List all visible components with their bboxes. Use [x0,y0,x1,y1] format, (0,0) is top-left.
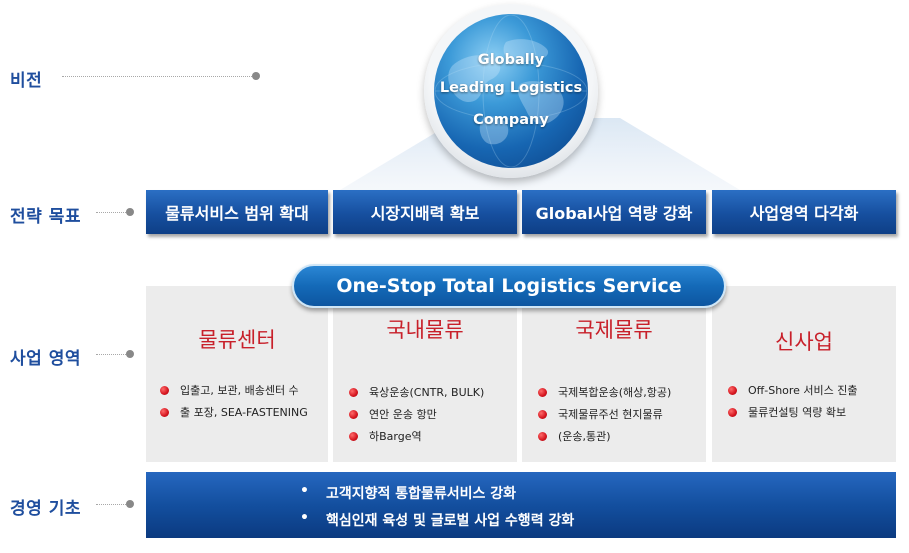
list-item-text: 국제복합운송(해상,항공) [558,386,672,399]
bullet-icon [728,386,737,395]
list-item: 연안 운송 항만 [333,404,517,426]
foundation-item: • 핵심인재 육성 및 글로벌 사업 수행력 강화 [300,510,575,530]
list-item: 국제복합운송(해상,항공) [522,382,706,404]
list-item: 입출고, 보관, 배송센터 수 [146,380,328,402]
panel-item-list: Off-Shore 서비스 진출 물류컨설팅 역량 확보 [712,380,896,424]
bullet-icon [538,432,547,441]
list-item-text: 입출고, 보관, 배송센터 수 [180,384,299,397]
list-item: (운송,통관) [522,426,706,448]
bullet-icon [728,408,737,417]
list-item-text: 국제물류주선 현지물류 [558,408,663,421]
panel-title: 국제물류 [575,318,653,342]
list-item-text: Off-Shore 서비스 진출 [748,384,858,397]
panel-title: 물류센터 [198,328,276,352]
panel-item-list: 국제복합운송(해상,항공) 국제물류주선 현지물류 (운송,통관) [522,382,706,448]
leader-line-business [96,354,128,355]
list-item-text: 물류컨설팅 역량 확보 [748,406,847,419]
bullet-icon [538,410,547,419]
list-item-text: 연안 운송 항만 [369,408,437,421]
globe-continents-icon [434,14,588,168]
leader-line-foundation [96,504,128,505]
row-label-business: 사업 영역 [10,349,81,369]
leader-line-strategy [96,212,128,213]
panel-title: 국내물류 [386,318,464,342]
goal-service-expansion: 물류서비스 범위 확대 [146,190,328,234]
bullet-icon [538,388,547,397]
bullet-icon: • [300,510,309,526]
bullet-icon [349,432,358,441]
list-item: 출 포장, SEA-FASTENING [146,402,328,424]
leader-dot-strategy [126,208,134,216]
vision-line-1: Globally [477,52,545,68]
leader-dot-business [126,350,134,358]
business-panel-international: 국제물류 국제복합운송(해상,항공) 국제물류주선 현지물류 (운송,통관) [522,286,706,462]
business-panel-new-business: 신사업 Off-Shore 서비스 진출 물류컨설팅 역량 확보 [712,286,896,462]
list-item-text: 육상운송(CNTR, BULK) [369,386,485,399]
bullet-icon [349,410,358,419]
business-panel-logistics-center: 물류센터 입출고, 보관, 배송센터 수 출 포장, SEA-FASTENING [146,286,328,462]
leader-dot-vision [252,72,260,80]
panel-item-list: 육상운송(CNTR, BULK) 연안 운송 항만 하Barge역 [333,382,517,448]
bullet-icon: • [300,483,309,499]
list-item: 물류컨설팅 역량 확보 [712,402,896,424]
vision-line-2: Leading Logistics [439,80,583,96]
row-label-foundation: 경영 기초 [10,499,81,519]
foundation-item-text: 고객지향적 통합물류서비스 강화 [326,486,517,502]
leader-line-vision [62,76,254,77]
bullet-icon [349,388,358,397]
one-stop-banner: One-Stop Total Logistics Service [292,264,726,308]
leader-dot-foundation [126,500,134,508]
list-item: 육상운송(CNTR, BULK) [333,382,517,404]
business-panel-domestic: 국내물류 육상운송(CNTR, BULK) 연안 운송 항만 하Barge역 [333,286,517,462]
list-item-text: 출 포장, SEA-FASTENING [180,406,308,419]
goal-diversification: 사업영역 다각화 [712,190,896,234]
list-item-text: (운송,통관) [558,430,611,443]
foundation-box: • 고객지향적 통합물류서비스 강화 • 핵심인재 육성 및 글로벌 사업 수행력 … [146,472,896,538]
list-item-text: 하Barge역 [369,430,422,443]
vision-line-3: Company [473,112,549,128]
vision-globe: Globally Leading Logistics Company [434,14,588,168]
bullet-icon [160,386,169,395]
bullet-icon [160,408,169,417]
foundation-item: • 고객지향적 통합물류서비스 강화 [300,483,517,503]
goal-market-dominance: 시장지배력 확보 [333,190,517,234]
goal-global-capability: Global사업 역량 강화 [522,190,706,234]
list-item: 국제물류주선 현지물류 [522,404,706,426]
panel-title: 신사업 [775,330,833,354]
list-item: Off-Shore 서비스 진출 [712,380,896,402]
list-item: 하Barge역 [333,426,517,448]
panel-item-list: 입출고, 보관, 배송센터 수 출 포장, SEA-FASTENING [146,380,328,424]
row-label-vision: 비전 [10,71,43,91]
foundation-item-text: 핵심인재 육성 및 글로벌 사업 수행력 강화 [326,513,575,529]
row-label-strategy: 전략 목표 [10,207,81,227]
